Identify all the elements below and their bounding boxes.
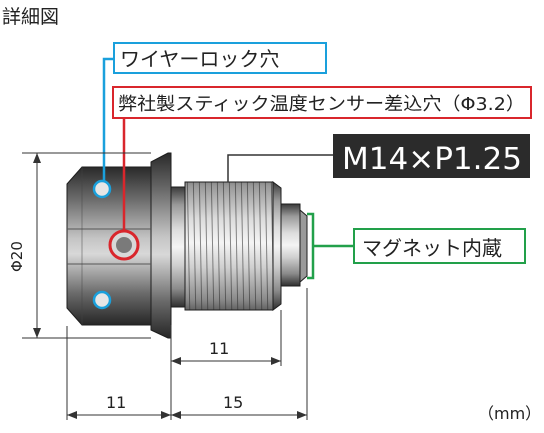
bolt-thread-end [272,181,282,311]
dimension-diameter: Φ20 [8,152,151,339]
dimension-thread-length: 11 [170,310,282,420]
wire-lock-hole-top [92,179,112,199]
diagram-title: 詳細図 [2,6,59,28]
bolt-magnet-tip [280,203,301,287]
unit-label: （mm） [478,404,541,423]
head-length-label: 11 [106,393,126,412]
thread-length-label: 11 [209,339,229,358]
callout-wire-lock: ワイヤーロック穴 [102,42,327,181]
bolt-neck [170,186,186,308]
callout-magnet: マグネット内蔵 [307,212,526,280]
wire-lock-hole-bottom [92,290,112,310]
dimension-bottom: 11 15 [66,288,308,420]
wire-lock-hole-label: ワイヤーロック穴 [120,47,279,71]
diameter-label: Φ20 [8,241,26,272]
total-length-label: 15 [223,393,243,412]
callout-thread: M14×P1.25 [227,134,530,182]
bolt-flange [150,152,172,339]
thread-spec-label: M14×P1.25 [342,142,522,177]
bolt-thread [184,181,274,311]
bolt-drawing [66,152,308,339]
callout-sensor: 弊社製スティック温度センサー差込穴（Φ3.2） [112,86,532,231]
magnet-label: マグネット内蔵 [362,236,502,260]
sensor-hole-label: 弊社製スティック温度センサー差込穴（Φ3.2） [118,94,525,115]
